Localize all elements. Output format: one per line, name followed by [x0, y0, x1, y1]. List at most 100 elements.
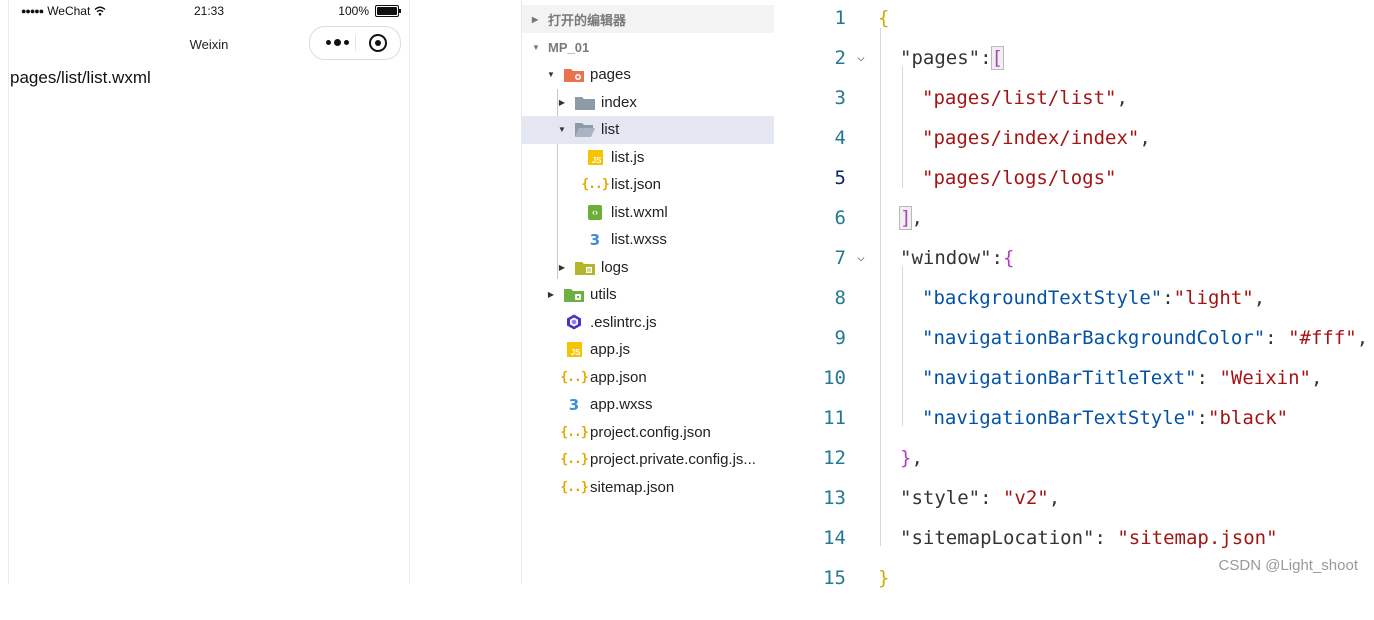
tree-file-app-json[interactable]: {..} app.json — [522, 364, 774, 392]
indent-guide — [902, 66, 903, 188]
code-line-3: 3 "pages/list/list", — [774, 88, 1374, 140]
caret-down-icon: ▼ — [547, 70, 555, 80]
wxml-file-icon: ‹› — [585, 204, 605, 220]
code-line-2: 2 ⌵ "pages":[ — [774, 46, 1374, 100]
line-number: 13 — [823, 487, 846, 509]
project-section[interactable]: ▼ MP_01 — [522, 33, 774, 61]
tree-file-project-config[interactable]: {..} project.config.json — [522, 419, 774, 447]
fold-chevron-icon[interactable]: ⌵ — [857, 250, 865, 265]
string-token: "pages/logs/logs" — [922, 167, 1117, 189]
tree-file-app-js[interactable]: JS app.js — [522, 336, 774, 364]
string-token: "pages/list/list" — [922, 87, 1117, 109]
caret-right-icon: ▶ — [558, 262, 566, 272]
wifi-icon — [94, 6, 106, 16]
tree-label: app.js — [590, 341, 631, 359]
nav-title: Weixin — [189, 37, 229, 52]
tree-file-list-wxml[interactable]: ‹› list.wxml — [522, 199, 774, 227]
tree-label: utils — [590, 286, 617, 304]
line-number: 7 — [834, 247, 846, 269]
watermark: CSDN @Light_shoot — [1218, 557, 1358, 574]
project-label: MP_01 — [548, 39, 590, 55]
caret-right-icon: ▶ — [558, 97, 566, 107]
tree-file-project-private-config[interactable]: {..} project.private.config.js... — [522, 446, 774, 474]
key-token: "style" — [900, 487, 981, 509]
tree-label: list.wxml — [611, 203, 668, 221]
caret-right-icon: ▶ — [532, 14, 539, 24]
code-editor[interactable]: 1 { 2 ⌵ "pages":[ 3 "pages/list/list", 4… — [774, 0, 1374, 588]
key-token: "window" — [900, 247, 992, 269]
code-line-12: 12 }, — [774, 448, 1374, 500]
key-token: "navigationBarTextStyle" — [922, 407, 1197, 429]
status-right: 100% — [338, 4, 401, 18]
caret-down-icon: ▼ — [558, 125, 566, 135]
colon-token: : — [1196, 367, 1220, 389]
code-text: { — [878, 8, 889, 28]
tree-label: index — [601, 93, 637, 111]
line-number: 6 — [834, 207, 846, 229]
code-text: } — [878, 568, 889, 588]
brace-token: } — [878, 567, 890, 589]
code-line-7: 7 ⌵ "window":{ — [774, 248, 1374, 300]
tree-folder-list[interactable]: ▼ list — [522, 116, 774, 144]
code-text: "pages":[ — [900, 46, 1005, 70]
more-icon[interactable] — [320, 33, 354, 51]
tree-folder-utils[interactable]: ▶ utils — [522, 281, 774, 309]
tree-indent-guide — [557, 256, 558, 257]
tree-file-list-wxss[interactable]: 3 list.wxss — [522, 226, 774, 254]
tree-file-list-js[interactable]: JS list.js — [522, 144, 774, 172]
wxss-file-icon: 3 — [589, 230, 601, 249]
tree-label: logs — [601, 258, 629, 276]
code-line-14: 14 "sitemapLocation": "sitemap.json" — [774, 528, 1374, 580]
code-text: "style": "v2", — [900, 488, 1060, 508]
string-token: "sitemap.json" — [1117, 527, 1278, 549]
colon-token: : — [991, 247, 1003, 269]
file-tree: ▼ pages ▶ index ▼ list JS list.js — [522, 61, 774, 501]
tree-folder-logs[interactable]: ▶ logs — [522, 254, 774, 282]
tree-file-app-wxss[interactable]: 3 app.wxss — [522, 391, 774, 419]
open-editors-section[interactable]: ▶ 打开的编辑器 — [522, 5, 774, 33]
code-text: "navigationBarTextStyle":"black" — [922, 408, 1288, 428]
close-mini-program-icon[interactable] — [369, 34, 387, 52]
battery-icon — [375, 5, 401, 17]
code-line-6: 6 ], — [774, 206, 1374, 260]
line-number: 1 — [834, 7, 846, 29]
line-number: 15 — [823, 567, 846, 589]
code-line-9: 9 "navigationBarBackgroundColor": "#fff"… — [774, 328, 1374, 380]
line-number: 8 — [834, 287, 846, 309]
colon-token: : — [980, 487, 1003, 509]
line-number: 12 — [823, 447, 846, 469]
json-file-icon: {..} — [581, 177, 609, 193]
eslint-icon — [564, 314, 584, 330]
tree-file-list-json[interactable]: {..} list.json — [522, 171, 774, 199]
line-number: 2 — [834, 47, 846, 69]
colon-token: : — [1196, 407, 1208, 429]
caret-down-icon: ▼ — [532, 42, 540, 52]
tree-file-eslintrc[interactable]: .eslintrc.js — [522, 309, 774, 337]
status-bar: ●●●●● WeChat 21:33 100% — [9, 0, 409, 22]
key-token: "navigationBarTitleText" — [922, 367, 1197, 389]
tree-label: project.config.json — [590, 423, 711, 441]
brace-token: { — [1002, 247, 1015, 269]
comma-token: , — [1139, 127, 1151, 149]
string-token: "light" — [1173, 287, 1254, 309]
tree-label: sitemap.json — [590, 478, 675, 496]
tree-label: list.js — [611, 148, 645, 166]
colon-token: : — [980, 47, 992, 69]
comma-token: , — [911, 207, 923, 229]
tree-folder-index[interactable]: ▶ index — [522, 89, 774, 117]
file-explorer: ▶ 打开的编辑器 ▼ MP_01 ▼ pages ▶ index ▼ — [521, 0, 775, 584]
tree-folder-pages[interactable]: ▼ pages — [522, 61, 774, 89]
tree-file-sitemap[interactable]: {..} sitemap.json — [522, 474, 774, 502]
code-line-15: 15 } — [774, 568, 1374, 620]
line-number: 14 — [823, 527, 846, 549]
comma-token: , — [1116, 87, 1128, 109]
colon-token: : — [1094, 527, 1118, 549]
code-line-5: 5 "pages/logs/logs" — [774, 168, 1374, 220]
folder-logs-icon — [575, 259, 595, 275]
code-text: "pages/index/index", — [922, 128, 1151, 148]
colon-token: : — [1162, 287, 1174, 309]
simulator-phone: ●●●●● WeChat 21:33 100% Weixin pages/lis… — [8, 0, 410, 584]
tree-label: pages — [590, 66, 631, 84]
bracket-token: [ — [990, 46, 1005, 70]
fold-chevron-icon[interactable]: ⌵ — [857, 50, 865, 65]
